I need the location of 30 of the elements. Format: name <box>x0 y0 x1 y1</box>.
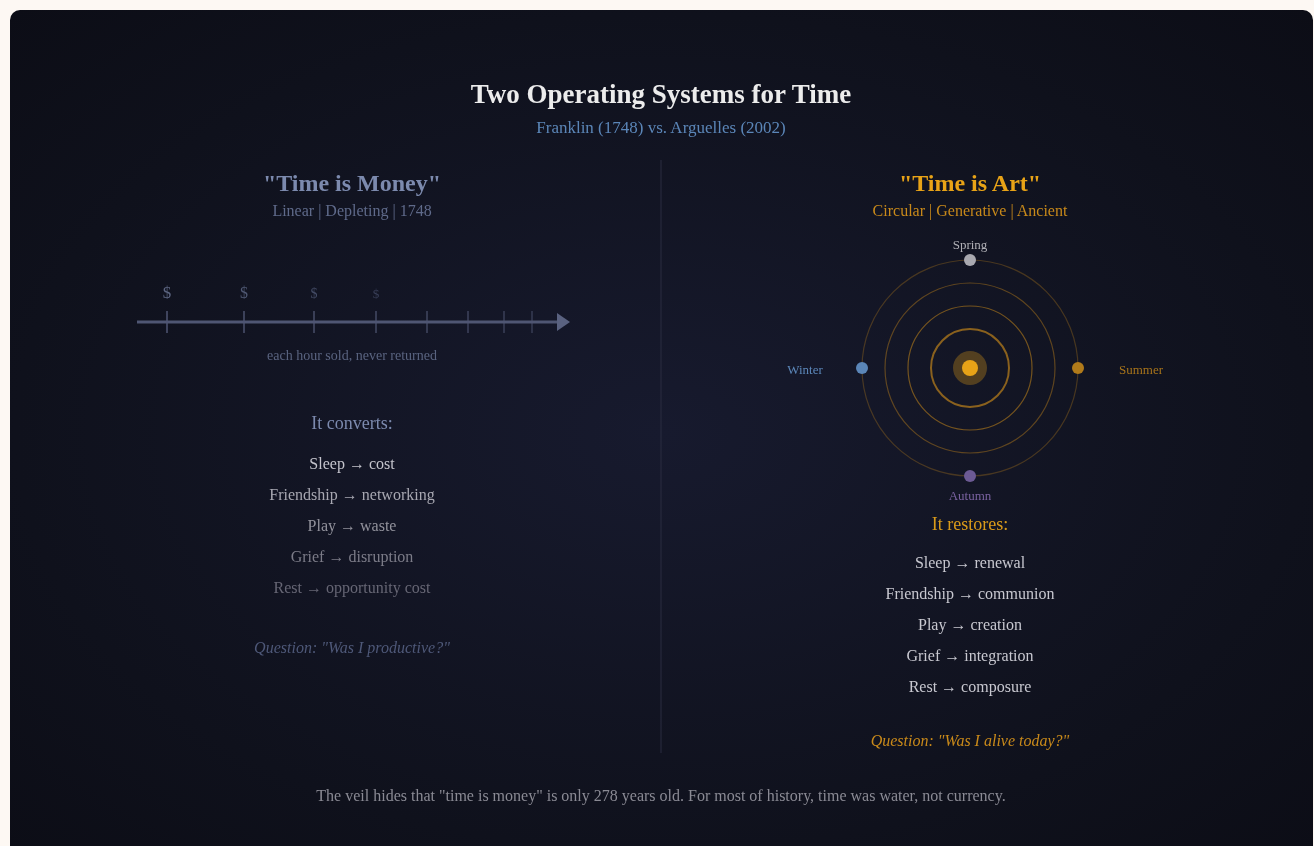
question-text: Question: "Was I alive today?" <box>870 731 1070 751</box>
restoration-line: Friendship → communion <box>885 584 1055 604</box>
dollar-sign: $ <box>162 282 172 304</box>
season-label: Autumn <box>948 488 992 504</box>
dollar-sign: $ <box>310 285 318 303</box>
timeline-caption: each hour sold, never returned <box>267 347 437 365</box>
season-label: Winter <box>787 362 823 378</box>
season-label: Spring <box>952 237 988 253</box>
column-heading: "Time is Money" <box>262 168 442 198</box>
conversion-line: Play → waste <box>307 516 397 536</box>
restoration-line: Sleep → renewal <box>914 553 1026 573</box>
season-label: Summer <box>1118 362 1164 378</box>
section-heading: It converts: <box>311 413 393 435</box>
conversion-line: Friendship → networking <box>269 485 435 505</box>
restoration-line: Grief → integration <box>906 646 1034 666</box>
title: Two Operating Systems for Time <box>470 77 852 111</box>
dollar-sign: $ <box>240 283 248 303</box>
column-heading: "Time is Art" <box>898 168 1042 198</box>
column-subheading: Circular | Generative | Ancient <box>872 201 1068 221</box>
dollar-sign: $ <box>372 286 380 302</box>
conversion-line: Grief → disruption <box>290 547 414 567</box>
restoration-line: Play → creation <box>918 615 1022 635</box>
restoration-line: Rest → composure <box>908 677 1032 697</box>
subtitle: Franklin (1748) vs. Arguelles (2002) <box>536 117 786 139</box>
section-heading: It restores: <box>931 514 1009 536</box>
conversion-line: Rest → opportunity cost <box>273 578 431 598</box>
column-subheading: Linear | Depleting | 1748 <box>272 201 432 221</box>
question-text: Question: "Was I productive?" <box>254 638 450 658</box>
footer-note: The veil hides that "time is money" is only 278 years old. For most of history, time was water, not currency. <box>316 786 1006 806</box>
conversion-line: Sleep → cost <box>309 454 395 474</box>
